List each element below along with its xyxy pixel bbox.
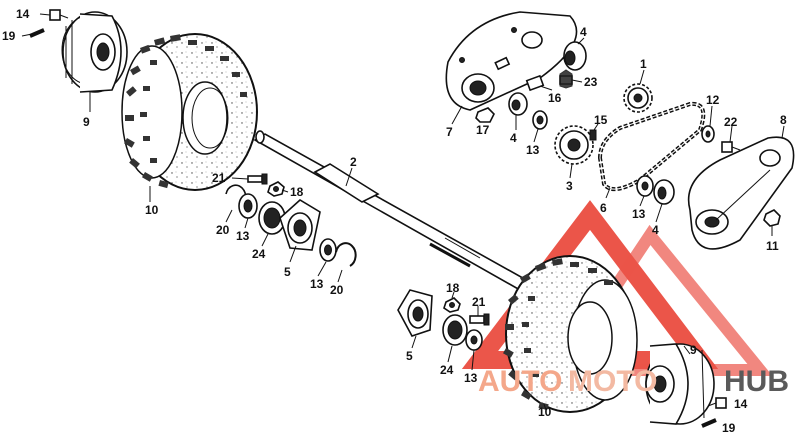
pin-17 <box>494 56 511 71</box>
callout-20-left-a: 20 <box>216 223 230 237</box>
seal-13-left-b <box>319 238 337 262</box>
sprocket-3-driven <box>554 125 594 165</box>
callout-16: 16 <box>548 91 562 105</box>
callout-19-right: 19 <box>722 421 736 435</box>
chain-case-inner-7 <box>445 11 578 111</box>
callout-13-mid: 13 <box>526 143 540 157</box>
callout-1: 1 <box>640 57 647 71</box>
washer-19-left <box>29 28 45 38</box>
bolt-22 <box>721 141 741 153</box>
tire-left <box>121 33 258 191</box>
callout-14-left: 14 <box>16 7 30 21</box>
bolt-14-left <box>49 9 69 21</box>
chain-case-outer-8 <box>687 136 795 250</box>
bolt-23 <box>559 69 573 89</box>
collar-4-a <box>563 41 587 71</box>
callout-15: 15 <box>594 113 608 127</box>
callout-17: 17 <box>476 123 490 137</box>
callout-21-right: 21 <box>472 295 486 309</box>
callout-5-right: 5 <box>406 349 413 363</box>
seal-13-left-a <box>238 193 258 219</box>
callout-3: 3 <box>566 179 573 193</box>
spacer-16 <box>525 74 545 92</box>
seal-13-right <box>465 329 483 351</box>
collar-4-b <box>508 92 528 116</box>
callout-4-mid: 4 <box>510 131 517 145</box>
callout-10-left: 10 <box>145 203 159 217</box>
watermark-text: AUTO MOTO HUB <box>478 365 789 398</box>
callout-21-left: 21 <box>212 171 226 185</box>
bearing-holder-5-right <box>397 289 433 337</box>
watermark-word-1: AUTO <box>478 365 562 398</box>
washer-13-c <box>532 110 548 130</box>
nut-18-right <box>443 297 461 313</box>
collar-4-c <box>653 179 675 205</box>
pin-15 <box>589 129 597 141</box>
callout-labels: 14 19 9 10 2 21 18 20 13 24 5 13 20 7 17… <box>2 7 787 435</box>
callout-11: 11 <box>766 239 779 253</box>
callout-23: 23 <box>584 75 598 89</box>
washer-12 <box>701 125 715 143</box>
callout-24-left: 24 <box>252 247 266 261</box>
callout-12: 12 <box>706 93 720 107</box>
callout-18-right: 18 <box>446 281 460 295</box>
callout-20-left-b: 20 <box>330 283 344 297</box>
callout-19-left: 19 <box>2 29 16 43</box>
watermark-word-3: HUB <box>724 365 789 398</box>
bearing-24-right <box>442 314 468 346</box>
sprocket-1-drive <box>623 83 653 113</box>
bolt-14-right <box>707 397 727 409</box>
chain-6 <box>597 101 706 192</box>
callout-9-right: 9 <box>690 343 697 357</box>
callout-22: 22 <box>724 115 738 129</box>
circlip-20-left-b <box>335 242 357 267</box>
callout-4-right: 4 <box>652 223 659 237</box>
callout-4-top: 4 <box>580 25 587 39</box>
bolt-21-left <box>247 173 268 185</box>
callout-13-left-a: 13 <box>236 229 250 243</box>
callout-14-right: 14 <box>734 397 748 411</box>
callout-13-right: 13 <box>464 371 478 385</box>
callout-8: 8 <box>780 113 787 127</box>
nut-11 <box>763 209 781 227</box>
bearing-holder-5-left <box>279 199 321 251</box>
wheel-rim-right <box>645 343 715 425</box>
callout-7: 7 <box>446 125 453 139</box>
callout-10-right: 10 <box>538 405 552 419</box>
nut-18-left <box>267 181 285 197</box>
callout-24-right: 24 <box>440 363 454 377</box>
wheel-rim-left <box>61 11 128 93</box>
bolt-21-right <box>469 313 490 326</box>
callout-13-right-top: 13 <box>632 207 646 221</box>
callout-13-left-b: 13 <box>310 277 324 291</box>
tire-right <box>503 255 638 413</box>
callout-18-left: 18 <box>290 185 304 199</box>
callout-6: 6 <box>600 201 607 215</box>
nut-7-small <box>475 107 495 123</box>
callout-9-left: 9 <box>83 115 90 129</box>
bearing-24-left <box>258 201 286 235</box>
watermark-word-2: MOTO <box>568 365 657 398</box>
washer-19-right <box>701 418 717 428</box>
callout-5-left: 5 <box>284 265 291 279</box>
washer-13-d <box>636 175 654 197</box>
leader-lines <box>21 13 785 411</box>
callout-2: 2 <box>350 155 357 169</box>
